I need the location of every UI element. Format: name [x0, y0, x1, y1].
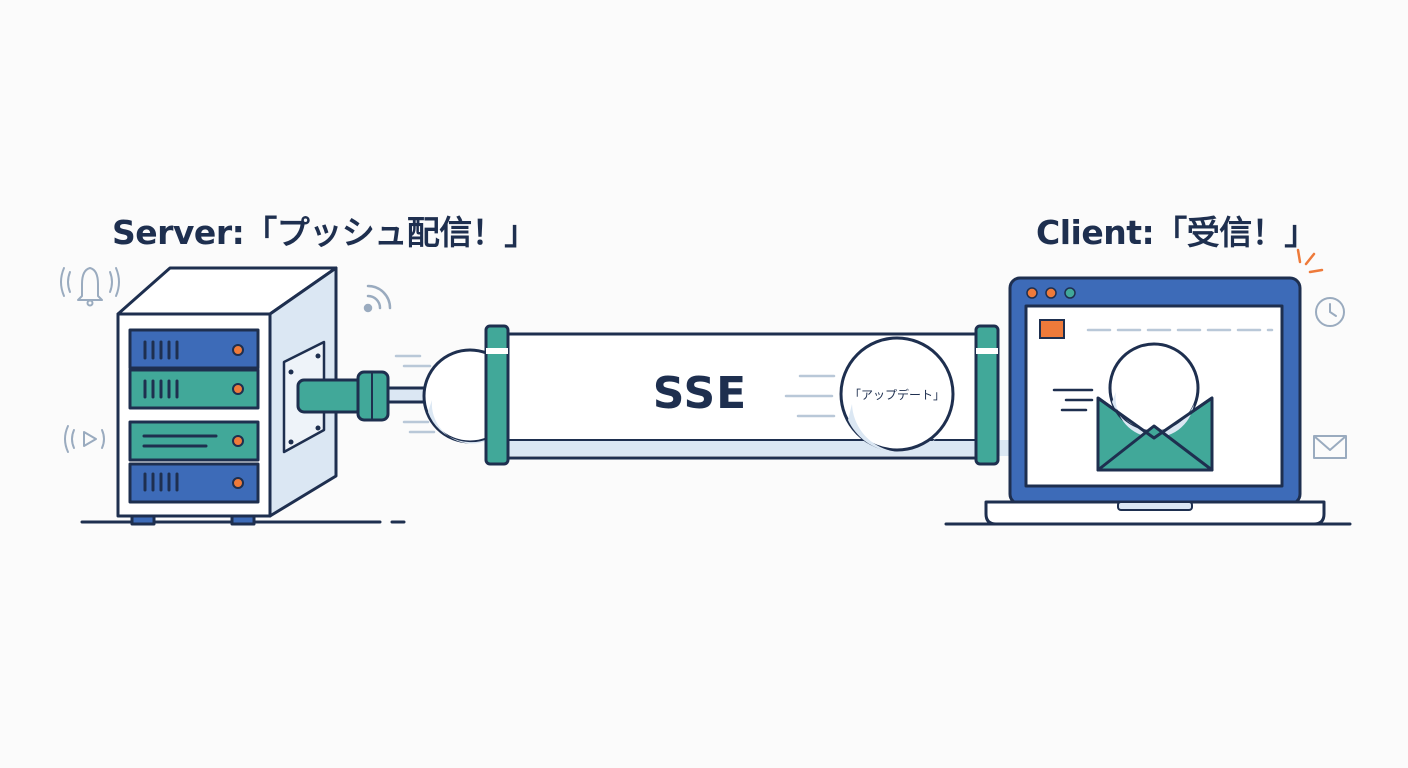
clock-icon: [1315, 297, 1345, 327]
motion-lines-tube: [784, 374, 836, 418]
motion-lines-left: [394, 354, 436, 434]
broadcast-play-icon: [64, 425, 105, 453]
motion-lines-laptop: [1052, 388, 1094, 412]
bell-icon: [60, 267, 120, 307]
sse-label: SSE: [652, 368, 748, 419]
update-message-ball: [839, 336, 955, 453]
server-vents: [142, 340, 218, 492]
envelope-icon: [1096, 342, 1214, 472]
browser-toolbar: [1039, 319, 1274, 339]
mail-icon: [1313, 435, 1347, 459]
update-message-label: 「アップデート」: [848, 388, 945, 402]
server-connector: [296, 370, 430, 422]
wifi-signal-icon: [363, 284, 392, 313]
server-status-lights: [232, 344, 244, 489]
server-label: Server:「プッシュ配信！」: [112, 213, 537, 252]
client-label: Client:「受信！」: [1036, 213, 1317, 252]
notification-spark-icon: [1296, 248, 1324, 274]
window-control-dots: [1026, 287, 1076, 299]
server-plate-screws: [288, 353, 321, 445]
